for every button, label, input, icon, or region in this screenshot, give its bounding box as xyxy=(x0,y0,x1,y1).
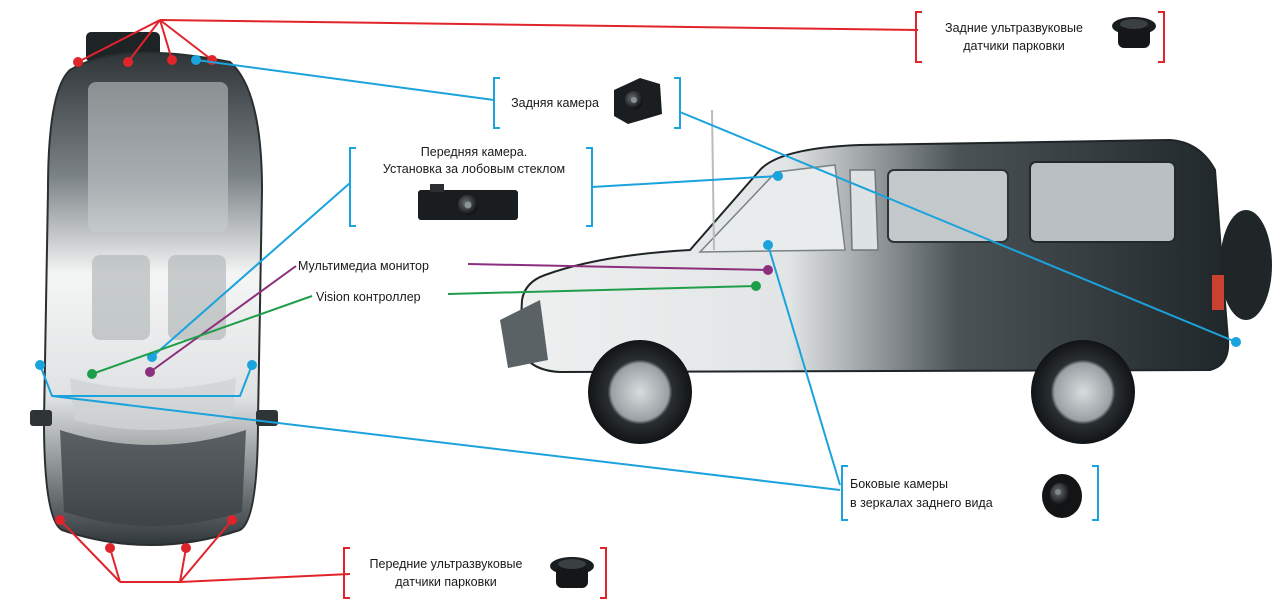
camera-lines xyxy=(39,59,1237,491)
front-camera-callout: Передняя камера. Установка за лобовым ст… xyxy=(349,145,593,227)
controller-connector xyxy=(87,281,761,379)
front-camera-label-line2: Установка за лобовым стеклом xyxy=(383,162,565,176)
parking-sensor-icon xyxy=(550,557,594,588)
rear-window xyxy=(1029,161,1176,243)
camera-dot xyxy=(773,171,783,181)
mirror-right xyxy=(256,410,278,426)
windshield-top xyxy=(70,378,236,430)
vehicle-top-view xyxy=(30,32,278,546)
seat-right xyxy=(168,255,226,340)
rear-sensors-label-line2: датчики парковки xyxy=(963,39,1064,53)
side-cameras-callout: Боковые камеры в зеркалах заднего вида xyxy=(841,465,1099,521)
monitor-connector xyxy=(145,263,773,377)
side-camera-icon xyxy=(1042,474,1082,518)
front-camera-label-line1: Передняя камера. xyxy=(421,145,527,159)
seat-left xyxy=(92,255,150,340)
sensor-dot xyxy=(55,515,65,525)
camera-dot xyxy=(35,360,45,370)
rear-sensor-lines xyxy=(77,19,919,63)
sensor-dot xyxy=(105,543,115,553)
camera-dot xyxy=(191,55,201,65)
rear-wheel xyxy=(1031,340,1135,444)
parking-sensor-icon xyxy=(1112,17,1156,48)
sensor-dot xyxy=(181,543,191,553)
vehicle-side-view xyxy=(500,109,1272,444)
front-wheel xyxy=(588,340,692,444)
side-cameras-label-line1: Боковые камеры xyxy=(850,477,948,491)
sensor-dot xyxy=(167,55,177,65)
camera-dot xyxy=(247,360,257,370)
camera-dot xyxy=(763,240,773,250)
front-bumper xyxy=(500,300,548,368)
rear-camera-callout: Задняя камера xyxy=(493,77,681,129)
tail-light xyxy=(1212,275,1224,310)
front-door-window xyxy=(887,169,1009,243)
rear-sensors-callout: Задние ультразвуковые датчики парковки xyxy=(915,11,1165,63)
sensor-dot xyxy=(123,57,133,67)
front-sensors-label-line2: датчики парковки xyxy=(395,575,496,589)
rear-camera-label: Задняя камера xyxy=(511,96,599,110)
front-sensors-label-line1: Передние ультразвуковые xyxy=(370,557,523,571)
camera-dot xyxy=(1231,337,1241,347)
windshield-side xyxy=(698,164,846,253)
camera-dots xyxy=(35,55,1241,370)
rear-camera-icon xyxy=(614,78,662,124)
rear-sensors-label-line1: Задние ультразвуковые xyxy=(945,21,1083,35)
front-window-pillar xyxy=(849,169,879,251)
roof-panel xyxy=(88,82,228,232)
front-sensors-callout: Передние ультразвуковые датчики парковки xyxy=(343,547,607,599)
sensor-dot xyxy=(73,57,83,67)
mirror-left xyxy=(30,410,52,426)
side-cameras-label-line2: в зеркалах заднего вида xyxy=(850,496,993,510)
front-sensor-lines xyxy=(59,519,351,583)
front-camera-icon xyxy=(418,184,518,220)
sensor-dot xyxy=(227,515,237,525)
monitor-label: Мультимедиа монитор xyxy=(298,259,429,273)
controller-label: Vision контроллер xyxy=(316,290,421,304)
spare-wheel-side xyxy=(1220,210,1272,320)
hood-top xyxy=(60,430,246,526)
